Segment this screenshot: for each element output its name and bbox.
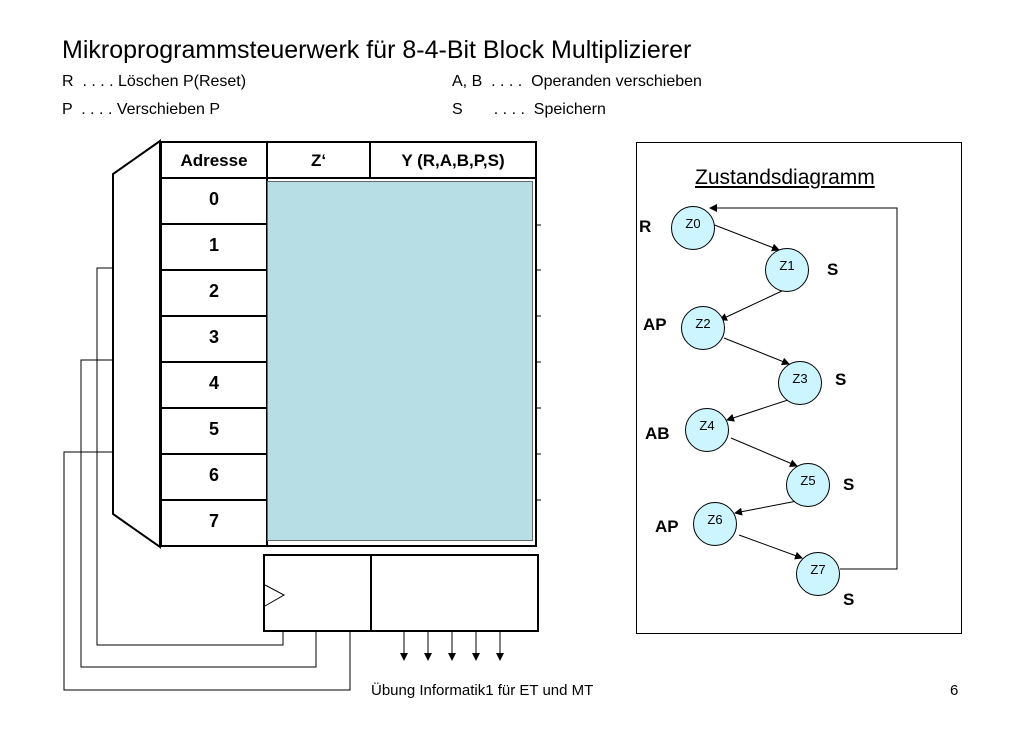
address-cell: 6 [162, 455, 266, 501]
transition-z6-z7 [738, 534, 803, 560]
state-node-z2: Z2 [681, 306, 725, 350]
state-node-z4: Z4 [685, 408, 729, 452]
feedback-line-1 [96, 267, 284, 646]
state-label-z3: S [835, 370, 847, 389]
feedback-line-2 [80, 359, 317, 668]
address-cell: 0 [162, 179, 266, 225]
state-node-z5: Z5 [786, 463, 830, 507]
state-register [263, 554, 539, 632]
footer-course: Übung Informatik1 für ET und MT [371, 682, 594, 699]
transition-z4-z5 [730, 437, 798, 467]
microprogram-rom-table: Adresse Z‘ Y (R,A,B,P,S) 0 1 2 3 4 5 6 7 [160, 141, 537, 547]
state-label-z4: AB [645, 424, 670, 443]
slide-title: Mikroprogrammsteuerwerk für 8-4-Bit Bloc… [62, 36, 692, 64]
state-label-z1: S [827, 260, 839, 279]
state-node-z7: Z7 [796, 552, 840, 596]
state-node-z3: Z3 [778, 361, 822, 405]
transition-z1-z2 [719, 289, 785, 321]
state-diagram-frame [636, 142, 962, 634]
transition-z7-z0 [709, 204, 898, 570]
state-diagram-title: Zustandsdiagramm [695, 166, 875, 189]
header-next-state: Z‘ [268, 143, 371, 179]
clock-input-icon [264, 584, 286, 607]
address-cell: 3 [162, 317, 266, 363]
address-cell: 5 [162, 409, 266, 455]
transition-z2-z3 [723, 337, 790, 366]
transition-z5-z6 [734, 500, 798, 516]
state-node-z0: Z0 [671, 206, 715, 250]
state-label-z2: AP [643, 315, 667, 334]
legend-store: S . . . . Speichern [452, 101, 606, 118]
rom-content-area [267, 181, 533, 541]
page-number: 6 [950, 682, 959, 699]
legend-shift-operands: A, B . . . . Operanden verschieben [452, 73, 702, 90]
address-cell: 1 [162, 225, 266, 271]
state-label-z5: S [843, 475, 855, 494]
transition-z3-z4 [726, 398, 792, 422]
state-label-z0: R [639, 217, 652, 236]
header-address: Adresse [162, 143, 268, 179]
feedback-line-3 [63, 451, 351, 691]
state-node-z6: Z6 [693, 502, 737, 546]
address-cell: 2 [162, 271, 266, 317]
state-label-z7: S [843, 590, 855, 609]
state-node-z1: Z1 [765, 248, 809, 292]
legend-shift-p: P . . . . Verschieben P [62, 101, 221, 118]
transition-z0-z1 [711, 223, 780, 252]
state-label-z6: AP [655, 517, 679, 536]
address-cell: 4 [162, 363, 266, 409]
legend-reset: R . . . . Löschen P(Reset) [62, 73, 247, 90]
register-divider [370, 556, 372, 630]
header-outputs: Y (R,A,B,P,S) [371, 143, 535, 179]
address-cell: 7 [208, 511, 219, 531]
